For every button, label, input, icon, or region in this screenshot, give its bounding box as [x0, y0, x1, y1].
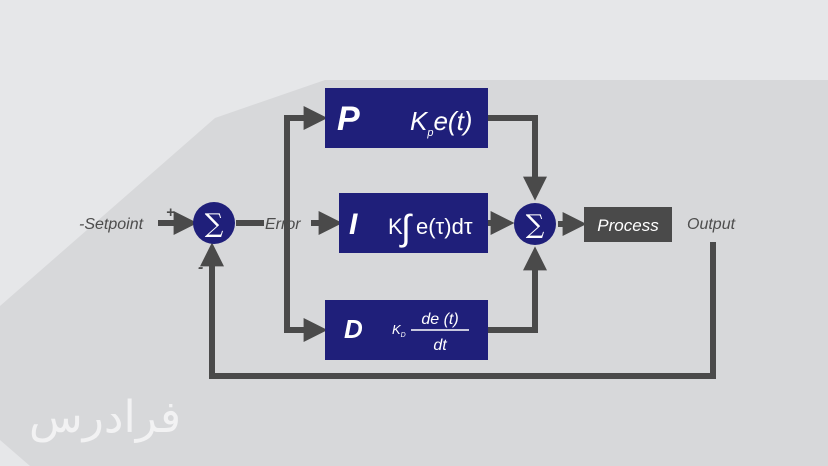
i-block-letter: I — [349, 208, 358, 241]
d-block: D KD de (t) dt — [325, 300, 488, 360]
wire-feedback — [200, 242, 716, 379]
wire-p-to-sum — [488, 115, 547, 201]
d-block-letter: D — [344, 314, 363, 344]
i-block-k: K — [388, 214, 403, 239]
d-block-numerator: de (t) — [421, 311, 458, 328]
sum-junction-1-symbol: ∑ — [205, 209, 224, 239]
minus-sign: - — [198, 259, 203, 276]
sum-junction-2: ∑ — [514, 203, 556, 245]
sum-junction-2-symbol: ∑ — [526, 210, 545, 240]
setpoint-label: -Setpoint — [79, 216, 144, 233]
p-block-letter: P — [337, 100, 360, 138]
d-block-k: KD — [392, 322, 406, 339]
d-block-denominator: dt — [433, 337, 447, 354]
diagonal-shadow — [0, 80, 828, 466]
error-label: Error — [265, 216, 301, 233]
i-block-expr: e(τ)dτ — [416, 214, 473, 239]
process-block: Process — [584, 207, 672, 242]
wire-d-to-sum — [488, 246, 547, 333]
p-block: P Kpe(t) — [325, 88, 488, 148]
plus-sign: + — [166, 204, 175, 221]
process-block-label: Process — [597, 216, 659, 235]
output-label: Output — [687, 216, 736, 233]
i-block: I K ∫ e(τ)dτ — [339, 193, 488, 253]
p-block-formula: Kpe(t) — [410, 106, 472, 139]
sum-junction-1: ∑ — [193, 202, 235, 244]
watermark-logo: فرادرس — [29, 392, 181, 443]
i-block-integral: ∫ — [399, 207, 413, 248]
